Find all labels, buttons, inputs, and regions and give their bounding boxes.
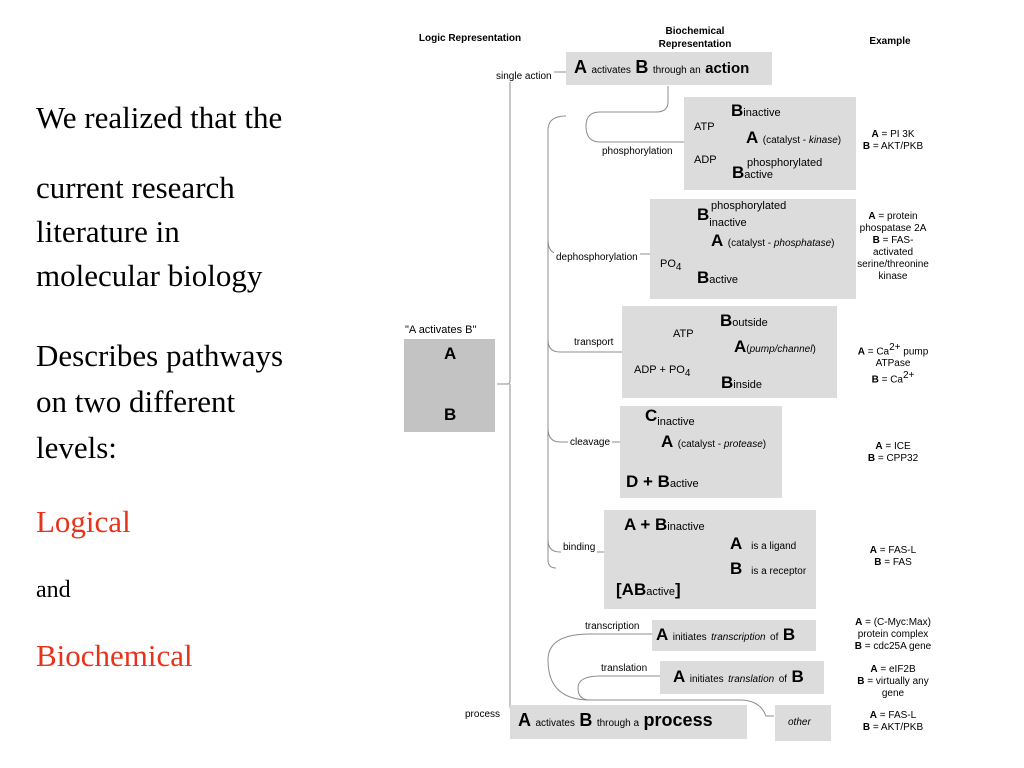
header-biochem-2: Representation [658,39,732,50]
label-process: process [463,709,503,720]
dephos-po4: PO4 [660,258,682,274]
dephos-b-inactive: Binactive [697,205,747,229]
dephosphorylation-box [650,199,856,299]
example-binding: A = FAS-L B = FAS [869,545,917,568]
label-cleavage: cleavage [568,437,613,448]
cleavage-c-inactive: Cinactive [645,406,695,428]
example-cleavage: A = ICE B = CPP32 [867,441,919,464]
intro-line: We realized that the [36,100,283,135]
text-line-5: Describes pathways [36,338,284,373]
translation-box [660,661,824,694]
cleavage-a-catalyst: A (catalyst - protease) [661,432,767,451]
phos-b-inactive: Binactive [731,101,781,120]
label-phosphorylation: phosphorylation [600,146,675,157]
dephos-a-catalyst: A (catalyst - phosphatase) [711,231,835,250]
process-box-text: A activates B through a process [518,710,713,730]
transcription-text: A initiates transcription of B [656,625,796,644]
header-biochem-1: Biochemical [665,26,725,37]
phos-a-catalyst: A (catalyst - kinase) [746,128,842,147]
label-translation: translation [599,663,650,674]
text-line-2: current research [36,170,235,205]
binding-b-receptor: B is a receptor [730,559,807,578]
phos-phosphorylated: phosphorylated [747,157,823,169]
text-line-4: molecular biology [36,258,263,293]
example-dephosphorylation: A = protein phospatase 2A B = FAS- activ… [857,211,929,282]
biochemical-label: Biochemical [36,638,193,673]
dephos-b-active: Bactive [697,268,739,287]
action-box [566,52,772,85]
logic-a: A [444,344,457,363]
other-box [775,705,831,741]
text-line-6: on two different [36,384,236,419]
phosphorylation-box [684,97,856,190]
header-logic: Logic Representation [418,33,522,44]
transcription-box [652,620,816,651]
other-label: other [788,717,811,728]
binding-a-b-inactive: A + Binactive [624,515,705,534]
transport-atp: ATP [673,328,694,340]
text-line-7: levels: [36,430,117,465]
binding-a-ligand: A is a ligand [730,534,797,553]
binding-box [604,510,816,609]
example-transport: A = Ca2+ pump ATPase B = Ca2+ [857,342,929,386]
transport-a-pump: A(pump/channel) [734,337,816,356]
transport-b-outside: Boutside [720,311,768,330]
binding-ab-active: [ABactive] [616,580,681,599]
example-phosphorylation: A = PI 3K B = AKT/PKB [862,129,924,152]
phos-atp: ATP [694,121,715,133]
logic-b: B [444,405,457,424]
text-line-3: literature in [36,214,180,249]
logical-label: Logical [36,504,131,539]
label-single-action: single action [494,71,554,82]
label-binding: binding [561,542,598,553]
label-dephosphorylation: dephosphorylation [554,252,640,263]
transport-b-inside: Binside [721,373,763,392]
translation-text: A initiates translation of B [673,667,804,686]
example-process: A = FAS-L B = AKT/PKB [862,710,924,733]
cleavage-d-b-active: D + Bactive [626,472,699,491]
dephos-phosphorylated: phosphorylated [711,200,787,212]
header-example: Example [869,36,911,47]
cleavage-box [620,406,782,498]
phos-adp: ADP [694,154,717,166]
action-box-text: A activates B through an action [574,57,750,77]
phos-b-active: Bactive [732,163,774,182]
example-translation: A = eIF2B B = virtually any gene [857,664,929,699]
logic-caption: "A activates B" [405,324,477,336]
example-transcription: A = (C-Myc:Max) protein complex B = cdc2… [854,617,932,652]
label-transport: transport [572,337,616,348]
process-box [510,705,747,739]
logic-box [404,339,495,432]
and-label: and [36,577,71,603]
transport-adp-po4: ADP + PO4 [634,364,691,380]
transport-box [622,306,837,398]
label-transcription: transcription [583,621,642,632]
